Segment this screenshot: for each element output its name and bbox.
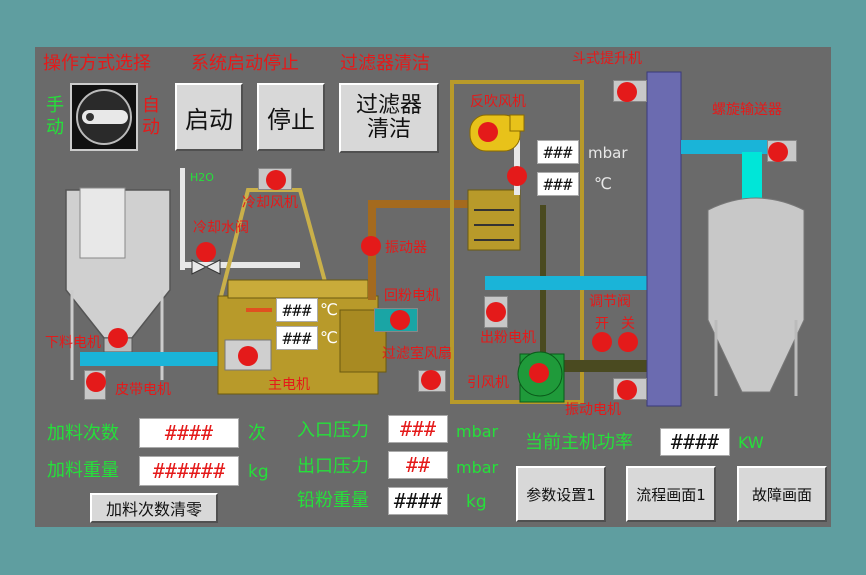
- control-valve-label: 调节阀: [589, 294, 631, 310]
- system-start-stop-header: 系统启动停止: [191, 53, 299, 74]
- vibrator-label: 振动器: [385, 240, 427, 256]
- outlet-pressure-label: 出口压力: [297, 456, 369, 477]
- screw-conveyor-label: 螺旋输送器: [712, 102, 782, 118]
- bucket-elevator-label: 斗式提升机: [572, 51, 642, 67]
- lead-weight-display: ####: [388, 487, 448, 515]
- outlet-pressure-display: ##: [388, 451, 448, 479]
- induced-fan-status-indicator[interactable]: [529, 363, 549, 383]
- filter-temp-display: ###: [537, 172, 579, 196]
- feed-count-display: ####: [139, 418, 239, 448]
- feed-weight-display: ######: [139, 456, 239, 486]
- control-valve-close-label: 关: [621, 316, 635, 332]
- discharge-motor-label: 下料电机: [45, 335, 101, 351]
- filter-clean-button[interactable]: 过滤器 清洁: [339, 83, 439, 153]
- main-motor-label: 主电机: [268, 377, 310, 393]
- outlet-pressure-unit: mbar: [456, 458, 499, 477]
- belt-motor-label: 皮带电机: [115, 382, 171, 398]
- powder-out-motor-label: 出粉电机: [480, 330, 536, 346]
- lead-weight-unit: kg: [466, 492, 487, 512]
- powder-return-motor-status-indicator[interactable]: [390, 310, 410, 330]
- filter-chamber-fan-label: 过滤室风扇: [382, 346, 452, 362]
- main-power-unit: KW: [738, 433, 764, 452]
- manual-mode-label: 手动: [46, 95, 64, 138]
- rotary-knob-icon: [76, 89, 132, 145]
- control-valve-close-indicator[interactable]: [618, 332, 638, 352]
- screw-conveyor: [681, 140, 771, 154]
- feed-count-label: 加料次数: [47, 423, 119, 444]
- start-button[interactable]: 启动: [175, 83, 243, 151]
- blowback-fan-status-indicator[interactable]: [478, 122, 498, 142]
- control-valve-open-label: 开: [595, 316, 609, 332]
- mode-selector-switch[interactable]: [70, 83, 138, 151]
- inlet-pressure-unit: mbar: [456, 422, 499, 441]
- blowback-fan-label: 反吹风机: [470, 94, 526, 110]
- reactor-temp2-display: ###: [276, 326, 318, 350]
- filter-pressure-display: ###: [537, 140, 579, 164]
- auto-mode-label: 自动: [142, 95, 160, 138]
- cooling-valve-label: 冷却水阀: [193, 220, 249, 236]
- inlet-pressure-display: ###: [388, 415, 448, 443]
- screw-conveyor-status-indicator[interactable]: [768, 142, 788, 162]
- filter-chamber-fan-status-indicator[interactable]: [421, 370, 441, 390]
- feed-weight-unit: kg: [248, 462, 269, 482]
- bucket-elevator-status-indicator[interactable]: [617, 82, 637, 102]
- filter-housing: [450, 80, 584, 404]
- induced-fan-label: 引风机: [467, 375, 509, 391]
- control-valve-open-indicator[interactable]: [592, 332, 612, 352]
- filter-clean-header: 过滤器清洁: [340, 53, 430, 74]
- main-motor-status-indicator[interactable]: [238, 346, 258, 366]
- param-settings-button[interactable]: 参数设置1: [516, 466, 606, 522]
- cooling-fan-label: 冷却风机: [242, 195, 298, 211]
- storage-silo: [707, 197, 805, 396]
- cooling-fan-status-indicator[interactable]: [266, 170, 286, 190]
- main-power-label: 当前主机功率: [525, 432, 633, 453]
- lead-weight-label: 铅粉重量: [297, 490, 369, 511]
- filter-status-indicator[interactable]: [507, 166, 527, 186]
- feed-hopper: [65, 187, 171, 380]
- discharge-motor-status-indicator[interactable]: [108, 328, 128, 348]
- process-screen-button[interactable]: 流程画面1: [626, 466, 716, 522]
- reactor-temp2-unit: ℃: [320, 328, 338, 347]
- h2o-label: H2O: [190, 171, 214, 184]
- bucket-elevator: [646, 71, 682, 407]
- water-pipe: [180, 168, 185, 270]
- reset-feed-count-button[interactable]: 加料次数清零: [90, 493, 218, 523]
- cooling-valve-status-indicator[interactable]: [196, 242, 216, 262]
- reactor-temp1-unit: ℃: [320, 300, 338, 319]
- feed-count-unit: 次: [248, 423, 266, 444]
- filter-clean-button-line1: 过滤器: [355, 93, 422, 118]
- main-power-display: ####: [660, 428, 730, 456]
- powder-return-motor: [374, 308, 418, 332]
- feed-weight-label: 加料重量: [47, 460, 119, 481]
- reactor-temp1-display: ###: [276, 298, 318, 322]
- filter-pressure-unit: mbar: [588, 144, 628, 162]
- vibration-motor-status-indicator[interactable]: [617, 380, 637, 400]
- filter-temp-unit: ℃: [594, 174, 612, 193]
- powder-out-motor-status-indicator[interactable]: [486, 302, 506, 322]
- inlet-pressure-label: 入口压力: [297, 420, 369, 441]
- vibrator-status-indicator[interactable]: [361, 236, 381, 256]
- belt-conveyor: [80, 352, 220, 366]
- fault-screen-button[interactable]: 故障画面: [737, 466, 827, 522]
- cooling-valve-icon: [191, 259, 221, 275]
- belt-motor-status-indicator[interactable]: [86, 372, 106, 392]
- powder-return-motor-label: 回粉电机: [384, 288, 440, 304]
- operation-mode-header: 操作方式选择: [43, 53, 151, 74]
- powder-conveyor: [485, 276, 647, 290]
- filter-clean-button-line2: 清洁: [366, 117, 411, 142]
- vibration-motor-label: 振动电机: [565, 402, 621, 418]
- stop-button[interactable]: 停止: [257, 83, 325, 151]
